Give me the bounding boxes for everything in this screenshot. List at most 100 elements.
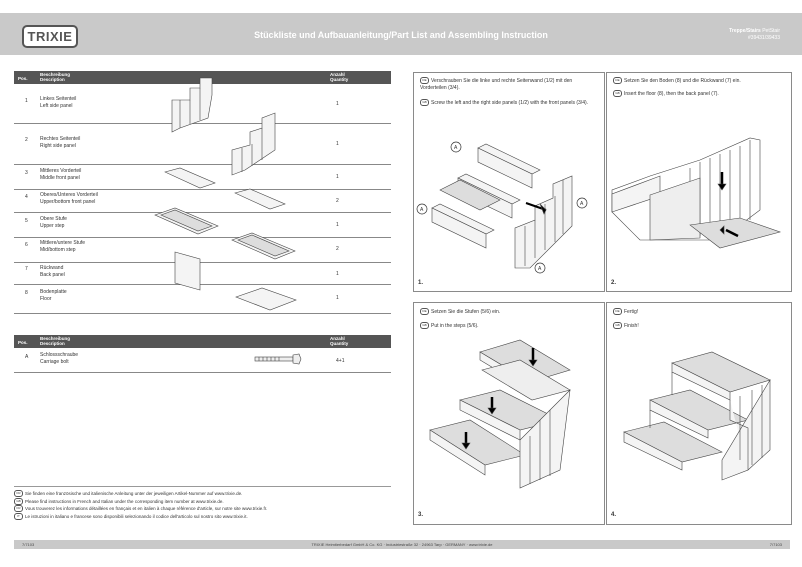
row-qty: 4+1 xyxy=(336,358,345,364)
carriage-bolt-drawing xyxy=(254,353,302,365)
col-pos: Pos. xyxy=(18,76,28,81)
product-suffix: PetStair xyxy=(762,28,780,34)
middle-front-panel-drawing xyxy=(164,167,216,189)
col-pos: Pos. xyxy=(18,340,28,345)
bolt-label-a-text: A xyxy=(538,266,542,272)
step-number: 2. xyxy=(611,280,617,286)
step-3-drawing xyxy=(429,339,571,489)
product-name: Treppe/Stairs xyxy=(729,28,761,34)
row-qty: 1 xyxy=(336,295,339,301)
col-qty-de: Anzahl xyxy=(330,336,345,341)
upper-step-drawing xyxy=(154,207,219,235)
bolt-label-a-text: A xyxy=(454,145,458,151)
product-numbers: #39431/39433 xyxy=(748,35,780,41)
row-pos: 8 xyxy=(25,290,28,296)
footer-company: TRIXIE Heimtierbedarf GmbH & Co. KG · In… xyxy=(311,542,493,547)
right-side-panel-drawing xyxy=(231,112,276,176)
mid-bottom-step-drawing xyxy=(231,232,296,260)
upper-bottom-front-panel-drawing xyxy=(234,188,286,210)
flag-icon: DE xyxy=(613,308,622,315)
flag-icon: DE xyxy=(420,308,429,315)
col-desc-de: Beschreibung xyxy=(40,336,71,341)
row-qty: 1 xyxy=(336,101,339,107)
footer-bar: 7/7103 TRIXIE Heimtierbedarf GmbH & Co. … xyxy=(14,540,790,549)
row-pos: 7 xyxy=(25,266,28,272)
flag-icon: GB xyxy=(420,322,429,329)
flag-icon: FR xyxy=(14,490,23,498)
bolt-label-a-text: A xyxy=(580,201,584,207)
col-qty-de: Anzahl xyxy=(330,72,345,77)
back-panel-drawing xyxy=(174,251,201,291)
row-pos: 2 xyxy=(25,137,28,143)
footer-left-code: 7/7103 xyxy=(22,542,35,547)
row-qty: 2 xyxy=(336,246,339,252)
row-qty: 1 xyxy=(336,222,339,228)
parts-table-header: Pos. Beschreibung Description Anzahl Qua… xyxy=(14,71,391,84)
floor-drawing xyxy=(235,287,297,311)
hardware-table-header: Pos. Beschreibung Description Anzahl Qua… xyxy=(14,335,391,348)
flag-icon: IT xyxy=(14,512,23,520)
row-qty: 1 xyxy=(336,174,339,180)
row-pos: 3 xyxy=(25,170,28,176)
flag-icon: FR xyxy=(14,505,23,513)
header-bar xyxy=(0,13,802,55)
row-pos: A xyxy=(25,354,29,360)
row-qty: 1 xyxy=(336,141,339,147)
row-pos: 1 xyxy=(25,98,28,104)
footer-divider xyxy=(14,486,391,487)
footer-right-code: 7/7103 xyxy=(769,542,782,547)
left-side-panel-drawing xyxy=(171,77,213,133)
step-1-drawing xyxy=(431,143,573,269)
page-title: Stückliste und Aufbauanleitung/Part List… xyxy=(254,30,548,40)
brand-logo: TRIXIE xyxy=(22,25,78,48)
col-desc-en: Description xyxy=(40,341,65,346)
col-qty-en: Quantity xyxy=(330,77,349,82)
step-number: 1. xyxy=(418,280,424,286)
flag-icon: GB xyxy=(613,90,622,97)
flag-icon: GB xyxy=(420,99,429,106)
step-4-drawing xyxy=(623,351,771,481)
col-qty-en: Quantity xyxy=(330,341,349,346)
col-desc-de: Beschreibung xyxy=(40,72,71,77)
flag-icon: GB xyxy=(14,497,23,505)
step-2-drawing xyxy=(611,137,782,249)
step-number: 4. xyxy=(611,512,617,518)
col-desc-en: Description xyxy=(40,77,65,82)
bolt-label-a xyxy=(416,141,588,274)
step-number: 3. xyxy=(418,512,424,518)
row-qty: 2 xyxy=(336,198,339,204)
product-info: Treppe/Stairs PetStair #39431/39433 xyxy=(729,28,780,42)
row-pos: 5 xyxy=(25,218,28,224)
